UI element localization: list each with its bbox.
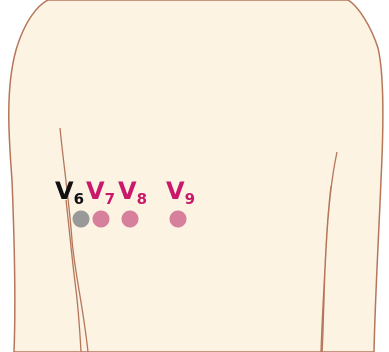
electrode-v8-number: 8 [137, 190, 147, 208]
electrode-v6-dot [73, 211, 90, 228]
electrode-v9-letter: V [166, 177, 185, 205]
electrode-v8-letter: V [118, 177, 137, 205]
electrode-v6-number: 6 [74, 190, 84, 208]
electrode-v7-number: 7 [105, 190, 115, 208]
electrode-v9-number: 9 [185, 190, 195, 208]
electrode-v6-letter: V [55, 177, 74, 205]
electrode-v8-dot [122, 211, 139, 228]
electrode-v7-letter: V [86, 177, 105, 205]
electrode-v7-dot [93, 211, 110, 228]
electrode-v9-dot [170, 211, 187, 228]
